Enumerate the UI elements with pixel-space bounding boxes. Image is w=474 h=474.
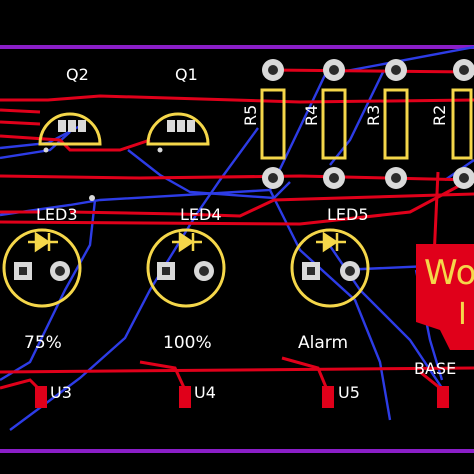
led-led5[interactable]: LED5 Alarm bbox=[290, 205, 370, 353]
transistor-ref-label: Q1 bbox=[175, 65, 198, 84]
transistor-ref-label: Q2 bbox=[66, 65, 89, 84]
led-caption: 75% bbox=[24, 333, 62, 353]
blue-trace bbox=[9, 127, 259, 431]
resistor-r4[interactable]: R4 bbox=[302, 59, 347, 189]
logo-block: Wo I bbox=[416, 244, 474, 350]
diode-icon bbox=[172, 231, 202, 253]
red-trace bbox=[0, 120, 41, 126]
resistor-ref-label: R3 bbox=[364, 105, 383, 126]
resistor-pad-hole bbox=[391, 173, 401, 183]
resistor-pad-hole bbox=[268, 65, 278, 75]
transistor-pad bbox=[58, 120, 66, 132]
red-trace bbox=[269, 68, 474, 74]
led-pad-hole bbox=[55, 266, 65, 276]
resistor-body-outline bbox=[260, 88, 286, 160]
via bbox=[43, 147, 49, 153]
led-caption: 100% bbox=[163, 333, 212, 353]
transistor-pad bbox=[68, 120, 76, 132]
transistor-body-outline bbox=[38, 112, 102, 146]
red-trace bbox=[0, 108, 41, 114]
resistor-body-outline bbox=[383, 88, 409, 160]
transistor-pad bbox=[78, 120, 86, 132]
diode-icon bbox=[28, 231, 58, 253]
resistor-r3[interactable]: R3 bbox=[364, 59, 409, 189]
connector-ref-label: U3 bbox=[50, 383, 72, 402]
led-pad-hole bbox=[162, 267, 170, 275]
transistor-body-outline bbox=[146, 112, 210, 146]
led-body-outline bbox=[290, 228, 370, 308]
logo-text-line1: Wo bbox=[424, 253, 474, 293]
resistor-r5[interactable]: R5 bbox=[241, 59, 286, 189]
pad-u4[interactable] bbox=[179, 386, 191, 408]
diode-icon bbox=[316, 231, 346, 253]
led-ref-label: LED4 bbox=[180, 205, 222, 224]
led-led3[interactable]: LED3 75% bbox=[2, 205, 82, 353]
transistor-pad bbox=[167, 120, 175, 132]
led-body-outline bbox=[146, 228, 226, 308]
led-pad-hole bbox=[307, 267, 315, 275]
resistor-pad-hole bbox=[459, 173, 469, 183]
transistor-pad bbox=[187, 120, 195, 132]
transistor-q1[interactable]: Q1 bbox=[146, 65, 210, 146]
transistor-q2[interactable]: Q2 bbox=[38, 65, 102, 146]
blue-trace bbox=[127, 149, 291, 200]
pad-u5[interactable] bbox=[322, 386, 334, 408]
led-caption: Alarm bbox=[298, 333, 348, 353]
led-ref-label: LED5 bbox=[327, 205, 369, 224]
led-pad-hole bbox=[199, 266, 209, 276]
resistor-pad-hole bbox=[329, 65, 339, 75]
transistor-pad bbox=[177, 120, 185, 132]
red-trace bbox=[432, 171, 440, 259]
resistor-pad-hole bbox=[391, 65, 401, 75]
vias bbox=[43, 147, 163, 201]
base-label: BASE bbox=[414, 359, 456, 378]
red-trace bbox=[0, 94, 474, 104]
resistor-ref-label: R4 bbox=[302, 105, 321, 126]
led-body-outline bbox=[2, 228, 82, 308]
resistor-pad-hole bbox=[268, 173, 278, 183]
resistor-ref-label: R5 bbox=[241, 105, 260, 126]
blue-trace bbox=[268, 189, 392, 421]
red-trace bbox=[0, 366, 474, 374]
blue-trace bbox=[0, 131, 71, 160]
led-pad-hole bbox=[345, 266, 355, 276]
red-trace bbox=[0, 178, 471, 226]
logo-text-line2: I bbox=[458, 297, 467, 332]
board-outline bbox=[0, 45, 474, 453]
red-trace bbox=[139, 360, 188, 393]
resistor-pad-hole bbox=[329, 173, 339, 183]
led-pad-hole bbox=[19, 267, 27, 275]
resistor-body-outline bbox=[321, 88, 347, 160]
connector-ref-label: U5 bbox=[338, 383, 360, 402]
led-led4[interactable]: LED4 100% bbox=[146, 205, 226, 353]
resistor-r2[interactable]: R2 bbox=[430, 59, 474, 189]
connector-pads bbox=[35, 386, 449, 408]
pad-base[interactable] bbox=[437, 386, 449, 408]
red-trace bbox=[69, 192, 474, 218]
resistor-ref-label: R2 bbox=[430, 105, 449, 126]
resistor-pad-hole bbox=[459, 65, 469, 75]
resistor-body-outline bbox=[451, 88, 473, 160]
logo-shape bbox=[416, 244, 474, 350]
red-trace bbox=[281, 356, 330, 393]
via bbox=[89, 195, 95, 201]
via bbox=[157, 147, 163, 153]
connector-ref-label: U4 bbox=[194, 383, 216, 402]
blue-trace bbox=[0, 199, 97, 382]
pad-u3[interactable] bbox=[35, 386, 47, 408]
led-ref-label: LED3 bbox=[36, 205, 78, 224]
top-layer-traces bbox=[0, 68, 474, 394]
